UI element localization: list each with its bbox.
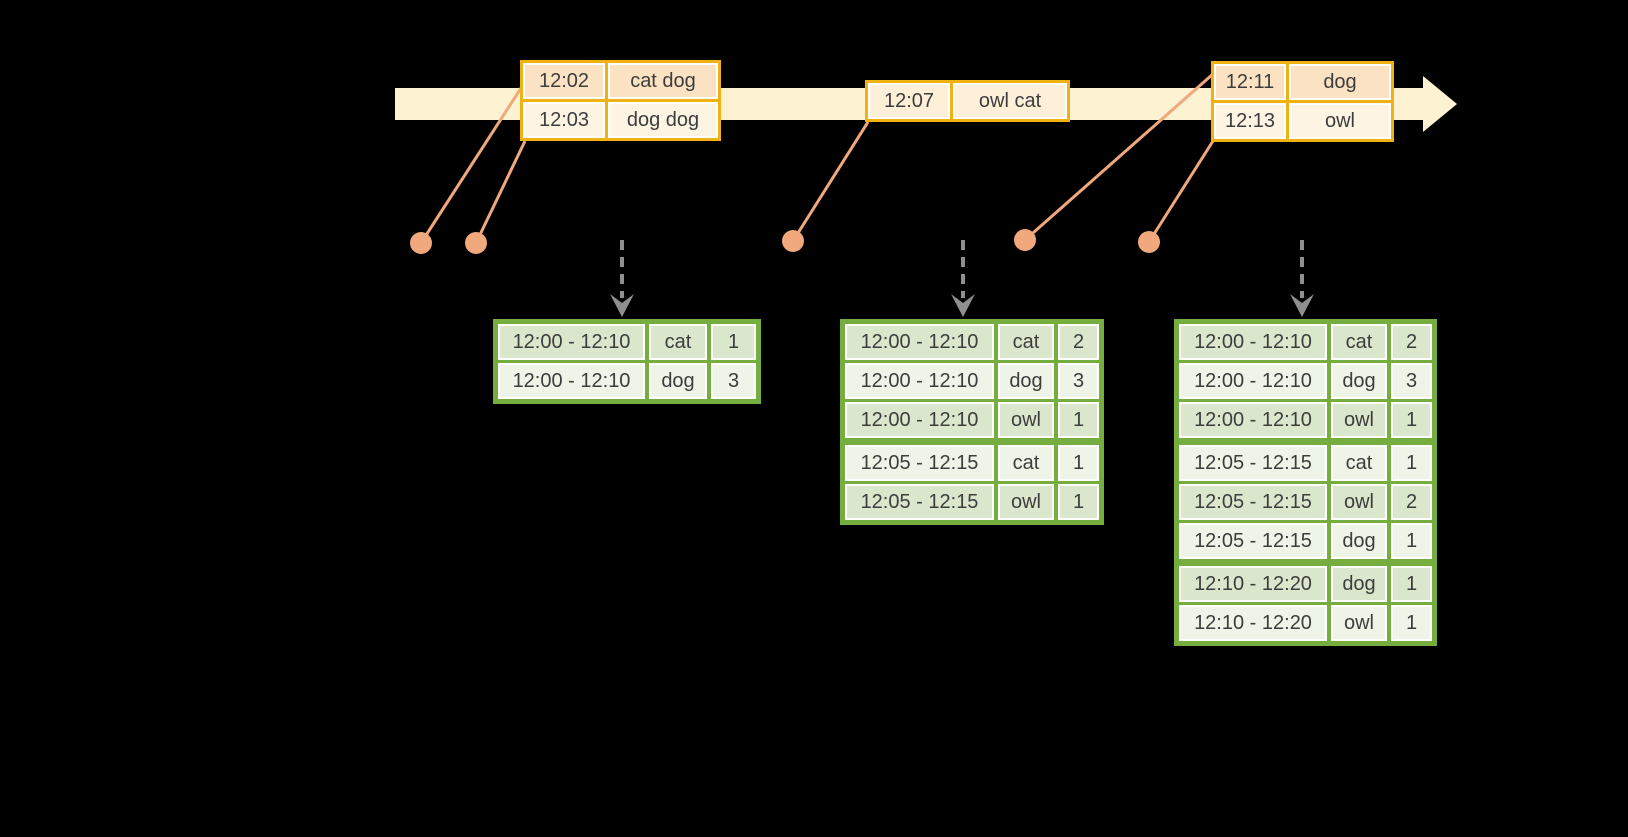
event-time-cell: 12:03 <box>523 102 605 138</box>
window-cell: 12:00 - 12:10 <box>845 363 994 399</box>
event-words-cell: dog <box>1289 64 1391 100</box>
result-row: 12:10 - 12:20 dog 1 <box>1179 566 1432 602</box>
word-cell: owl <box>1331 484 1387 520</box>
event-time-cell: 12:13 <box>1214 103 1286 139</box>
count-cell: 3 <box>711 363 756 399</box>
event-table-1: 12:02 cat dog 12:03 dog dog <box>520 60 721 141</box>
result-row: 12:05 - 12:15 cat 1 <box>1179 445 1432 481</box>
count-cell: 2 <box>1391 324 1432 360</box>
result-row: 12:00 - 12:10 cat 2 <box>1179 324 1432 360</box>
window-cell: 12:00 - 12:10 <box>498 324 645 360</box>
window-cell: 12:05 - 12:15 <box>845 445 994 481</box>
count-cell: 1 <box>1391 605 1432 641</box>
window-cell: 12:05 - 12:15 <box>1179 445 1327 481</box>
result-row: 12:00 - 12:10 owl 1 <box>1179 402 1432 438</box>
event-dot <box>410 232 432 254</box>
event-time-cell: 12:02 <box>523 63 605 99</box>
count-cell: 1 <box>1391 523 1432 559</box>
event-table-3: 12:11 dog 12:13 owl <box>1211 61 1394 142</box>
count-cell: 1 <box>1391 566 1432 602</box>
result-row: 12:00 - 12:10 cat 2 <box>845 324 1099 360</box>
trigger-arrows <box>610 240 1314 317</box>
result-table-2: 12:00 - 12:10 cat 2 12:00 - 12:10 dog 3 … <box>840 319 1104 525</box>
count-cell: 2 <box>1391 484 1432 520</box>
window-cell: 12:05 - 12:15 <box>1179 523 1327 559</box>
result-table-1: 12:00 - 12:10 cat 1 12:00 - 12:10 dog 3 <box>493 319 761 404</box>
result-row: 12:00 - 12:10 dog 3 <box>498 363 756 399</box>
event-words-cell: owl cat <box>953 83 1067 119</box>
result-row: 12:05 - 12:15 cat 1 <box>845 445 1099 481</box>
event-words-cell: owl <box>1289 103 1391 139</box>
word-cell: owl <box>1331 402 1387 438</box>
result-row: 12:00 - 12:10 dog 3 <box>1179 363 1432 399</box>
event-connector-line <box>1147 140 1215 243</box>
event-row: 12:13 owl <box>1214 103 1391 139</box>
event-dot <box>782 230 804 252</box>
window-cell: 12:00 - 12:10 <box>1179 402 1327 438</box>
event-row: 12:02 cat dog <box>523 63 718 99</box>
word-cell: cat <box>998 445 1054 481</box>
result-row: 12:05 - 12:15 dog 1 <box>1179 523 1432 559</box>
event-table-2: 12:07 owl cat <box>865 80 1070 122</box>
window-cell: 12:00 - 12:10 <box>1179 363 1327 399</box>
trigger-arrow-head-icon <box>610 294 634 317</box>
word-cell: owl <box>1331 605 1387 641</box>
window-cell: 12:10 - 12:20 <box>1179 566 1327 602</box>
event-words-cell: dog dog <box>608 102 718 138</box>
event-connector-line <box>791 121 870 242</box>
event-dot <box>1014 229 1036 251</box>
trigger-arrow-head-icon <box>951 294 975 317</box>
word-cell: dog <box>1331 523 1387 559</box>
count-cell: 1 <box>1058 445 1099 481</box>
result-row: 12:10 - 12:20 owl 1 <box>1179 605 1432 641</box>
count-cell: 3 <box>1391 363 1432 399</box>
result-row: 12:00 - 12:10 cat 1 <box>498 324 756 360</box>
event-row: 12:07 owl cat <box>868 83 1067 119</box>
result-row: 12:00 - 12:10 dog 3 <box>845 363 1099 399</box>
result-row: 12:05 - 12:15 owl 2 <box>1179 484 1432 520</box>
event-time-cell: 12:11 <box>1214 64 1286 100</box>
window-cell: 12:05 - 12:15 <box>845 484 994 520</box>
word-cell: cat <box>649 324 707 360</box>
count-cell: 1 <box>1058 402 1099 438</box>
window-cell: 12:05 - 12:15 <box>1179 484 1327 520</box>
word-cell: cat <box>1331 445 1387 481</box>
event-dots <box>410 229 1160 254</box>
result-row: 12:00 - 12:10 owl 1 <box>845 402 1099 438</box>
count-cell: 1 <box>1391 445 1432 481</box>
word-cell: owl <box>998 402 1054 438</box>
event-row: 12:11 dog <box>1214 64 1391 100</box>
window-cell: 12:00 - 12:10 <box>845 324 994 360</box>
word-cell: cat <box>998 324 1054 360</box>
event-dot <box>1138 231 1160 253</box>
event-dot <box>465 232 487 254</box>
count-cell: 1 <box>1391 402 1432 438</box>
count-cell: 2 <box>1058 324 1099 360</box>
word-cell: dog <box>998 363 1054 399</box>
window-cell: 12:00 - 12:10 <box>498 363 645 399</box>
result-table-3: 12:00 - 12:10 cat 2 12:00 - 12:10 dog 3 … <box>1174 319 1437 646</box>
event-words-cell: cat dog <box>608 63 718 99</box>
word-cell: dog <box>1331 566 1387 602</box>
count-cell: 1 <box>1058 484 1099 520</box>
word-cell: owl <box>998 484 1054 520</box>
window-cell: 12:00 - 12:10 <box>1179 324 1327 360</box>
result-row: 12:05 - 12:15 owl 1 <box>845 484 1099 520</box>
timeline-arrowhead-icon <box>1423 76 1457 132</box>
trigger-arrow-head-icon <box>1290 294 1314 317</box>
word-cell: dog <box>649 363 707 399</box>
word-cell: dog <box>1331 363 1387 399</box>
window-cell: 12:00 - 12:10 <box>845 402 994 438</box>
window-cell: 12:10 - 12:20 <box>1179 605 1327 641</box>
word-cell: cat <box>1331 324 1387 360</box>
count-cell: 3 <box>1058 363 1099 399</box>
count-cell: 1 <box>711 324 756 360</box>
event-connector-line <box>474 140 527 244</box>
event-time-cell: 12:07 <box>868 83 950 119</box>
event-row: 12:03 dog dog <box>523 102 718 138</box>
